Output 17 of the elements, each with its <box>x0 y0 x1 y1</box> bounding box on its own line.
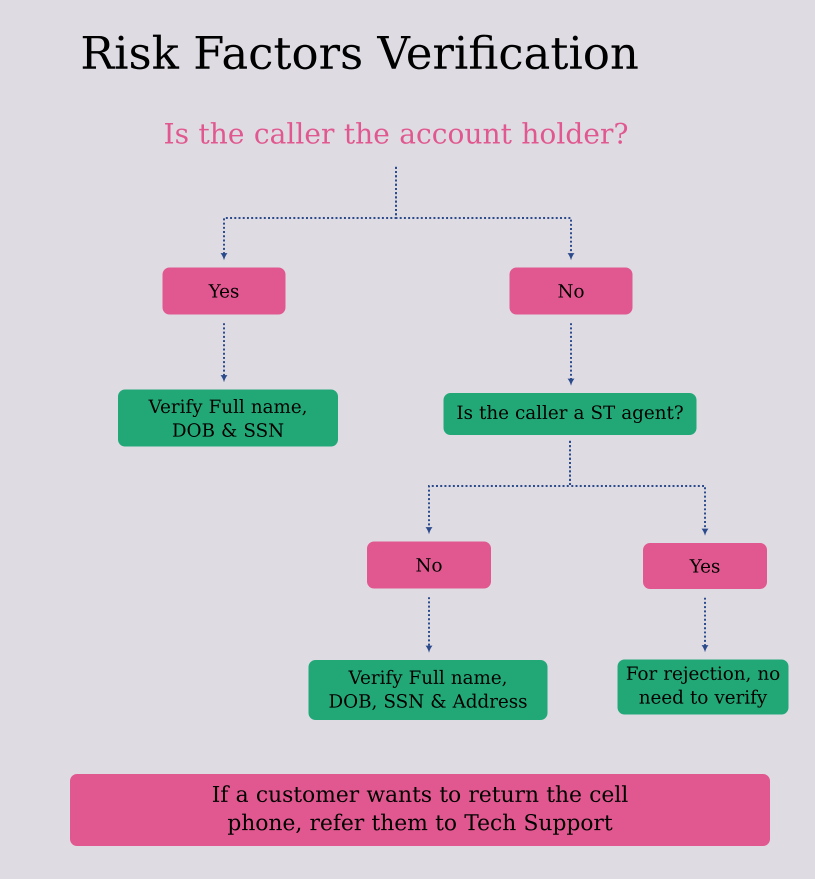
answer-box: No <box>367 542 491 588</box>
arrow <box>702 598 708 651</box>
answer-box: No <box>510 268 632 314</box>
answer-box: Yes <box>643 543 767 589</box>
question-text: Is the caller the account holder? <box>165 122 628 144</box>
answer-box: Yes <box>162 268 286 314</box>
title: Risk Factors Verification <box>82 34 638 70</box>
action-box: Verify Full name, DOB & SSN <box>118 390 338 446</box>
arrow <box>568 323 574 384</box>
action-box: Is the caller a ST agent? <box>444 393 696 435</box>
arrow <box>221 323 227 381</box>
arrow <box>395 166 574 259</box>
action-box: Verify Full name, DOB, SSN & Address <box>308 660 548 720</box>
arrow <box>569 440 708 534</box>
answer-box: If a customer wants to return the cell phone, refer them to Tech Support <box>70 774 770 846</box>
action-box: For rejection, no need to verify <box>618 660 788 714</box>
arrow <box>426 597 432 652</box>
